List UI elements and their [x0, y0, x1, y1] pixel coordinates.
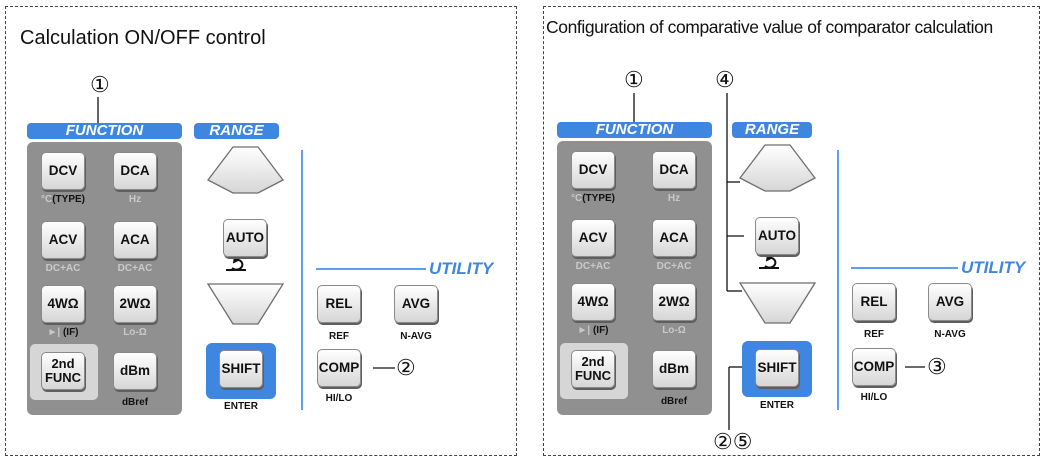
celsius-label: °C	[40, 194, 53, 205]
dca-sublabel: Hz	[128, 194, 142, 205]
shift-key[interactable]: SHIFT	[219, 350, 263, 388]
dca-sublabel: Hz	[667, 193, 681, 204]
shift-sublabel: ENTER	[224, 401, 258, 412]
avg-sublabel: N-AVG	[400, 331, 432, 342]
dbm-key[interactable]: dBm	[652, 350, 696, 388]
auto-key[interactable]: AUTO	[223, 219, 267, 257]
range-label: RANGE	[732, 122, 812, 138]
4w-sublabel: ►| (IF)	[558, 325, 628, 336]
2w-sublabel: Lo-Ω	[662, 325, 686, 336]
dbm-sublabel: dBref	[660, 396, 688, 407]
dca-key[interactable]: DCA	[113, 152, 157, 190]
utility-label: UTILITY	[429, 259, 494, 278]
rel-key[interactable]: REL	[317, 285, 361, 323]
comp-key[interactable]: COMP	[852, 348, 896, 386]
rel-sublabel: REF	[329, 331, 349, 342]
calc-onoff-panel: Calculation ON/OFF control	[5, 6, 517, 456]
2w-sublabel: Lo-Ω	[123, 327, 147, 338]
aca-key[interactable]: ACA	[113, 221, 157, 259]
function-label: FUNCTION	[27, 123, 182, 139]
acv-key[interactable]: ACV	[571, 219, 615, 257]
comparator-config-panel: Configuration of comparative value of co…	[543, 6, 1040, 456]
acv-sublabel: DC+AC	[45, 263, 81, 274]
comp-key[interactable]: COMP	[317, 349, 361, 387]
marker-1: ①	[90, 72, 110, 97]
avg-sublabel: N-AVG	[934, 329, 966, 340]
if-label: (IF)	[592, 325, 609, 336]
dcv-key[interactable]: DCV	[41, 152, 85, 190]
celsius-label: °C	[570, 193, 583, 204]
auto-key[interactable]: AUTO	[755, 217, 799, 255]
type-label: (TYPE)	[52, 194, 85, 205]
rel-sublabel: REF	[864, 329, 884, 340]
aca-sublabel: DC+AC	[117, 263, 153, 274]
diode-icon: ►|	[47, 327, 61, 338]
dca-key[interactable]: DCA	[652, 151, 696, 189]
4w-sublabel: ►| (IF)	[28, 327, 98, 338]
dcv-sublabel: °C(TYPE)	[558, 193, 628, 204]
shift-key[interactable]: SHIFT	[755, 349, 799, 387]
aca-sublabel: DC+AC	[656, 261, 692, 272]
dbm-sublabel: dBref	[121, 397, 149, 408]
marker-4: ④	[715, 67, 735, 92]
dbm-key[interactable]: dBm	[113, 352, 157, 390]
range-label: RANGE	[194, 123, 279, 139]
rel-key[interactable]: REL	[852, 283, 896, 321]
utility-label: UTILITY	[961, 258, 1026, 277]
avg-key[interactable]: AVG	[394, 285, 438, 323]
acv-sublabel: DC+AC	[575, 261, 611, 272]
marker-2: ②	[396, 355, 416, 380]
4w-ohm-key[interactable]: 4WΩ	[571, 283, 615, 321]
marker-3: ③	[927, 354, 947, 379]
diode-icon: ►|	[577, 325, 591, 336]
marker-1: ①	[624, 67, 644, 92]
comp-sublabel: HI/LO	[325, 393, 353, 404]
2w-ohm-key[interactable]: 2WΩ	[113, 285, 157, 323]
avg-key[interactable]: AVG	[928, 283, 972, 321]
dcv-sublabel: °C(TYPE)	[28, 194, 98, 205]
2nd-func-key[interactable]: 2nd FUNC	[41, 352, 85, 390]
function-label: FUNCTION	[557, 122, 712, 138]
if-label: (IF)	[62, 327, 79, 338]
panel-title: Configuration of comparative value of co…	[546, 17, 993, 37]
panel-title: Calculation ON/OFF control	[20, 27, 266, 49]
aca-key[interactable]: ACA	[652, 219, 696, 257]
dcv-key[interactable]: DCV	[571, 151, 615, 189]
marker-2-5: ②⑤	[713, 429, 753, 454]
comp-sublabel: HI/LO	[860, 392, 888, 403]
shift-sublabel: ENTER	[760, 400, 794, 411]
4w-ohm-key[interactable]: 4WΩ	[41, 285, 85, 323]
type-label: (TYPE)	[582, 193, 615, 204]
acv-key[interactable]: ACV	[41, 221, 85, 259]
2nd-func-key[interactable]: 2nd FUNC	[571, 350, 615, 388]
2w-ohm-key[interactable]: 2WΩ	[652, 283, 696, 321]
